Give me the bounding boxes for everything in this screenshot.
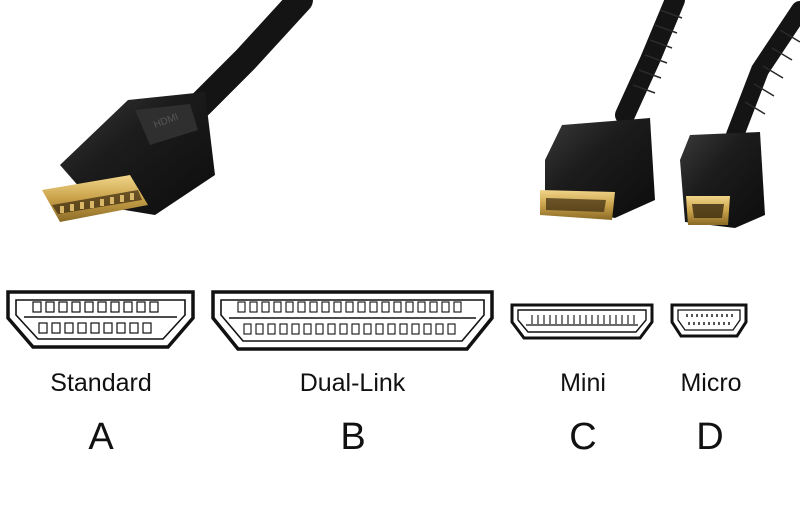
mini-connector-outline: [510, 303, 654, 340]
micro-connector-outline: [670, 303, 748, 338]
connector-letter-d: D: [696, 416, 724, 458]
connector-name-micro: Micro: [680, 369, 742, 397]
connector-name-dual-link: Dual-Link: [299, 369, 406, 397]
mini-hdmi-cable-photo: [540, 0, 685, 220]
connector-name-standard: Standard: [50, 369, 152, 397]
connector-letter-c: C: [569, 416, 597, 458]
connector-name-mini: Mini: [560, 369, 606, 397]
connector-letter-a: A: [88, 416, 114, 458]
micro-hdmi-cable-photo: [680, 1, 800, 228]
connector-letter-b: B: [340, 416, 366, 458]
dual-link-connector-outline: [211, 290, 494, 351]
standard-connector-outline: [6, 290, 195, 349]
standard-hdmi-cable-photo: HDMI: [42, 0, 313, 222]
